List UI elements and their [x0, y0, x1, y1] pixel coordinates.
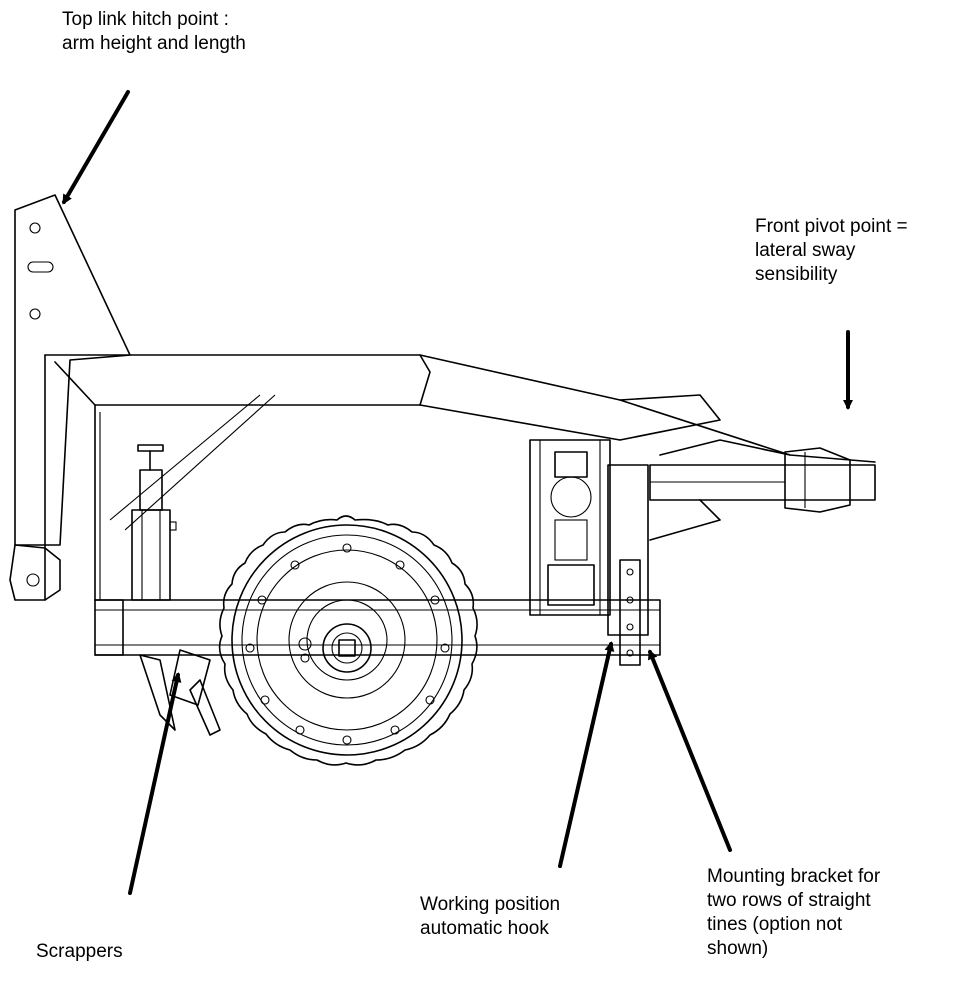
label-working-position-hook: Working position automatic hook: [420, 894, 561, 939]
automatic-hook-assembly: [529, 439, 649, 666]
main-frame: [44, 354, 876, 601]
scraper-assembly: [139, 649, 221, 736]
arrow-mounting-bracket: [647, 649, 732, 852]
axle-beam: [94, 599, 661, 656]
front-pivot-arm: [649, 447, 876, 513]
label-mounting-bracket: Mounting bracket for two rows of straigh…: [707, 866, 881, 959]
arrow-top-link: [62, 90, 130, 205]
arrow-scrappers: [128, 672, 182, 895]
rear-screw-jack: [131, 444, 177, 601]
label-front-pivot-point: Front pivot point = lateral sway sensibi…: [755, 216, 908, 285]
label-top-link-hitch-point: Top link hitch point : arm height and le…: [62, 9, 246, 54]
hitch-plate: [9, 194, 131, 601]
packer-wheel: [218, 515, 478, 766]
arrow-working-hook: [558, 641, 615, 868]
leader-arrows: [62, 90, 853, 895]
label-scrappers: Scrappers: [36, 941, 123, 962]
